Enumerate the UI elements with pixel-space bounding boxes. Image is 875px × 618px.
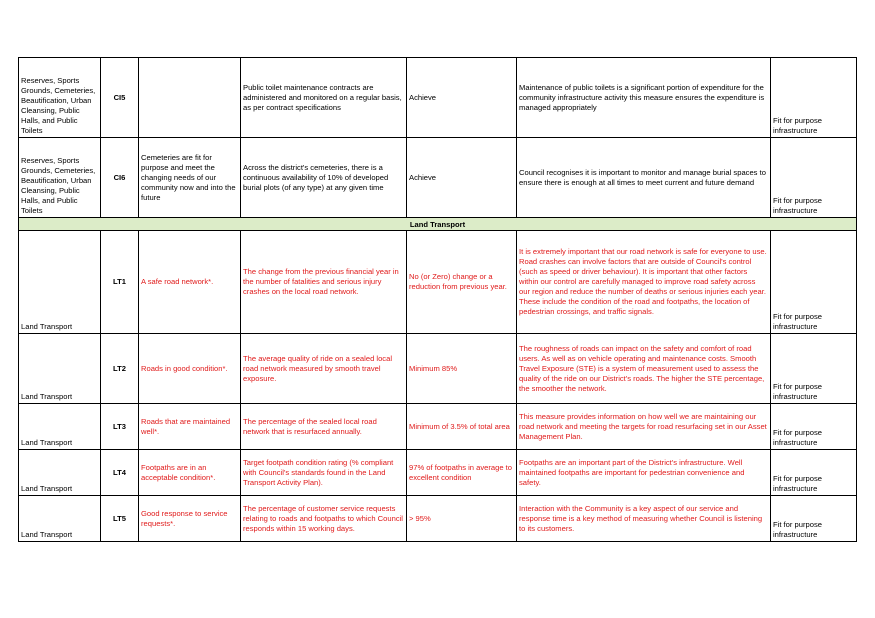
rationale: Council recognises it is important to mo… — [516, 137, 771, 218]
activity-area: Land Transport — [18, 333, 101, 404]
community-outcome: Roads in good condition*. — [138, 333, 241, 404]
target: No (or Zero) change or a reduction from … — [406, 230, 517, 334]
table-row: Land Transport LT1 A safe road network*.… — [18, 230, 857, 334]
activity-area: Land Transport — [18, 403, 101, 450]
target: Achieve — [406, 57, 517, 138]
target: Minimum of 3.5% of total area — [406, 403, 517, 450]
rationale: Maintenance of public toilets is a signi… — [516, 57, 771, 138]
table-row: Land Transport LT2 Roads in good conditi… — [18, 333, 857, 404]
performance-measure: Public toilet maintenance contracts are … — [240, 57, 407, 138]
table-row: Reserves, Sports Grounds, Cemeteries, Be… — [18, 137, 857, 218]
performance-measure: Across the district's cemeteries, there … — [240, 137, 407, 218]
outcome-class: Fit for purpose infrastructure — [770, 495, 857, 542]
performance-measure: The average quality of ride on a sealed … — [240, 333, 407, 404]
target: 97% of footpaths in average to excellent… — [406, 449, 517, 496]
target: Minimum 85% — [406, 333, 517, 404]
activity-area: Land Transport — [18, 230, 101, 334]
table-row: Land Transport LT3 Roads that are mainta… — [18, 403, 857, 450]
community-outcome: A safe road network*. — [138, 230, 241, 334]
outcome-class: Fit for purpose infrastructure — [770, 403, 857, 450]
community-outcome: Footpaths are in an acceptable condition… — [138, 449, 241, 496]
measure-id: LT3 — [100, 403, 139, 450]
outcome-class: Fit for purpose infrastructure — [770, 333, 857, 404]
activity-area: Land Transport — [18, 449, 101, 496]
rationale: It is extremely important that our road … — [516, 230, 771, 334]
rationale: The roughness of roads can impact on the… — [516, 333, 771, 404]
performance-measure: The change from the previous financial y… — [240, 230, 407, 334]
measure-id: LT1 — [100, 230, 139, 334]
table-row: Land Transport LT4 Footpaths are in an a… — [18, 449, 857, 496]
rationale: Interaction with the Community is a key … — [516, 495, 771, 542]
community-outcome: Cemeteries are fit for purpose and meet … — [138, 137, 241, 218]
community-outcome — [138, 57, 241, 138]
performance-measure: The percentage of customer service reque… — [240, 495, 407, 542]
activity-area: Reserves, Sports Grounds, Cemeteries, Be… — [18, 57, 101, 138]
outcome-class: Fit for purpose infrastructure — [770, 230, 857, 334]
performance-measure: The percentage of the sealed local road … — [240, 403, 407, 450]
measure-id: LT5 — [100, 495, 139, 542]
section-header-row: Land Transport — [18, 217, 857, 231]
measure-id: CI6 — [100, 137, 139, 218]
outcome-class: Fit for purpose infrastructure — [770, 449, 857, 496]
rationale: Footpaths are an important part of the D… — [516, 449, 771, 496]
table-row: Land Transport LT5 Good response to serv… — [18, 495, 857, 542]
measure-id: LT4 — [100, 449, 139, 496]
community-outcome: Roads that are maintained well*. — [138, 403, 241, 450]
target: > 95% — [406, 495, 517, 542]
target: Achieve — [406, 137, 517, 218]
section-title: Land Transport — [18, 217, 857, 231]
rationale: This measure provides information on how… — [516, 403, 771, 450]
community-outcome: Good response to service requests*. — [138, 495, 241, 542]
performance-measure: Target footpath condition rating (% comp… — [240, 449, 407, 496]
outcome-class: Fit for purpose infrastructure — [770, 57, 857, 138]
outcome-class: Fit for purpose infrastructure — [770, 137, 857, 218]
table-row: Reserves, Sports Grounds, Cemeteries, Be… — [18, 57, 857, 138]
activity-area: Reserves, Sports Grounds, Cemeteries, Be… — [18, 137, 101, 218]
measure-id: CI5 — [100, 57, 139, 138]
activity-area: Land Transport — [18, 495, 101, 542]
performance-measures-table: Reserves, Sports Grounds, Cemeteries, Be… — [18, 57, 857, 542]
measure-id: LT2 — [100, 333, 139, 404]
